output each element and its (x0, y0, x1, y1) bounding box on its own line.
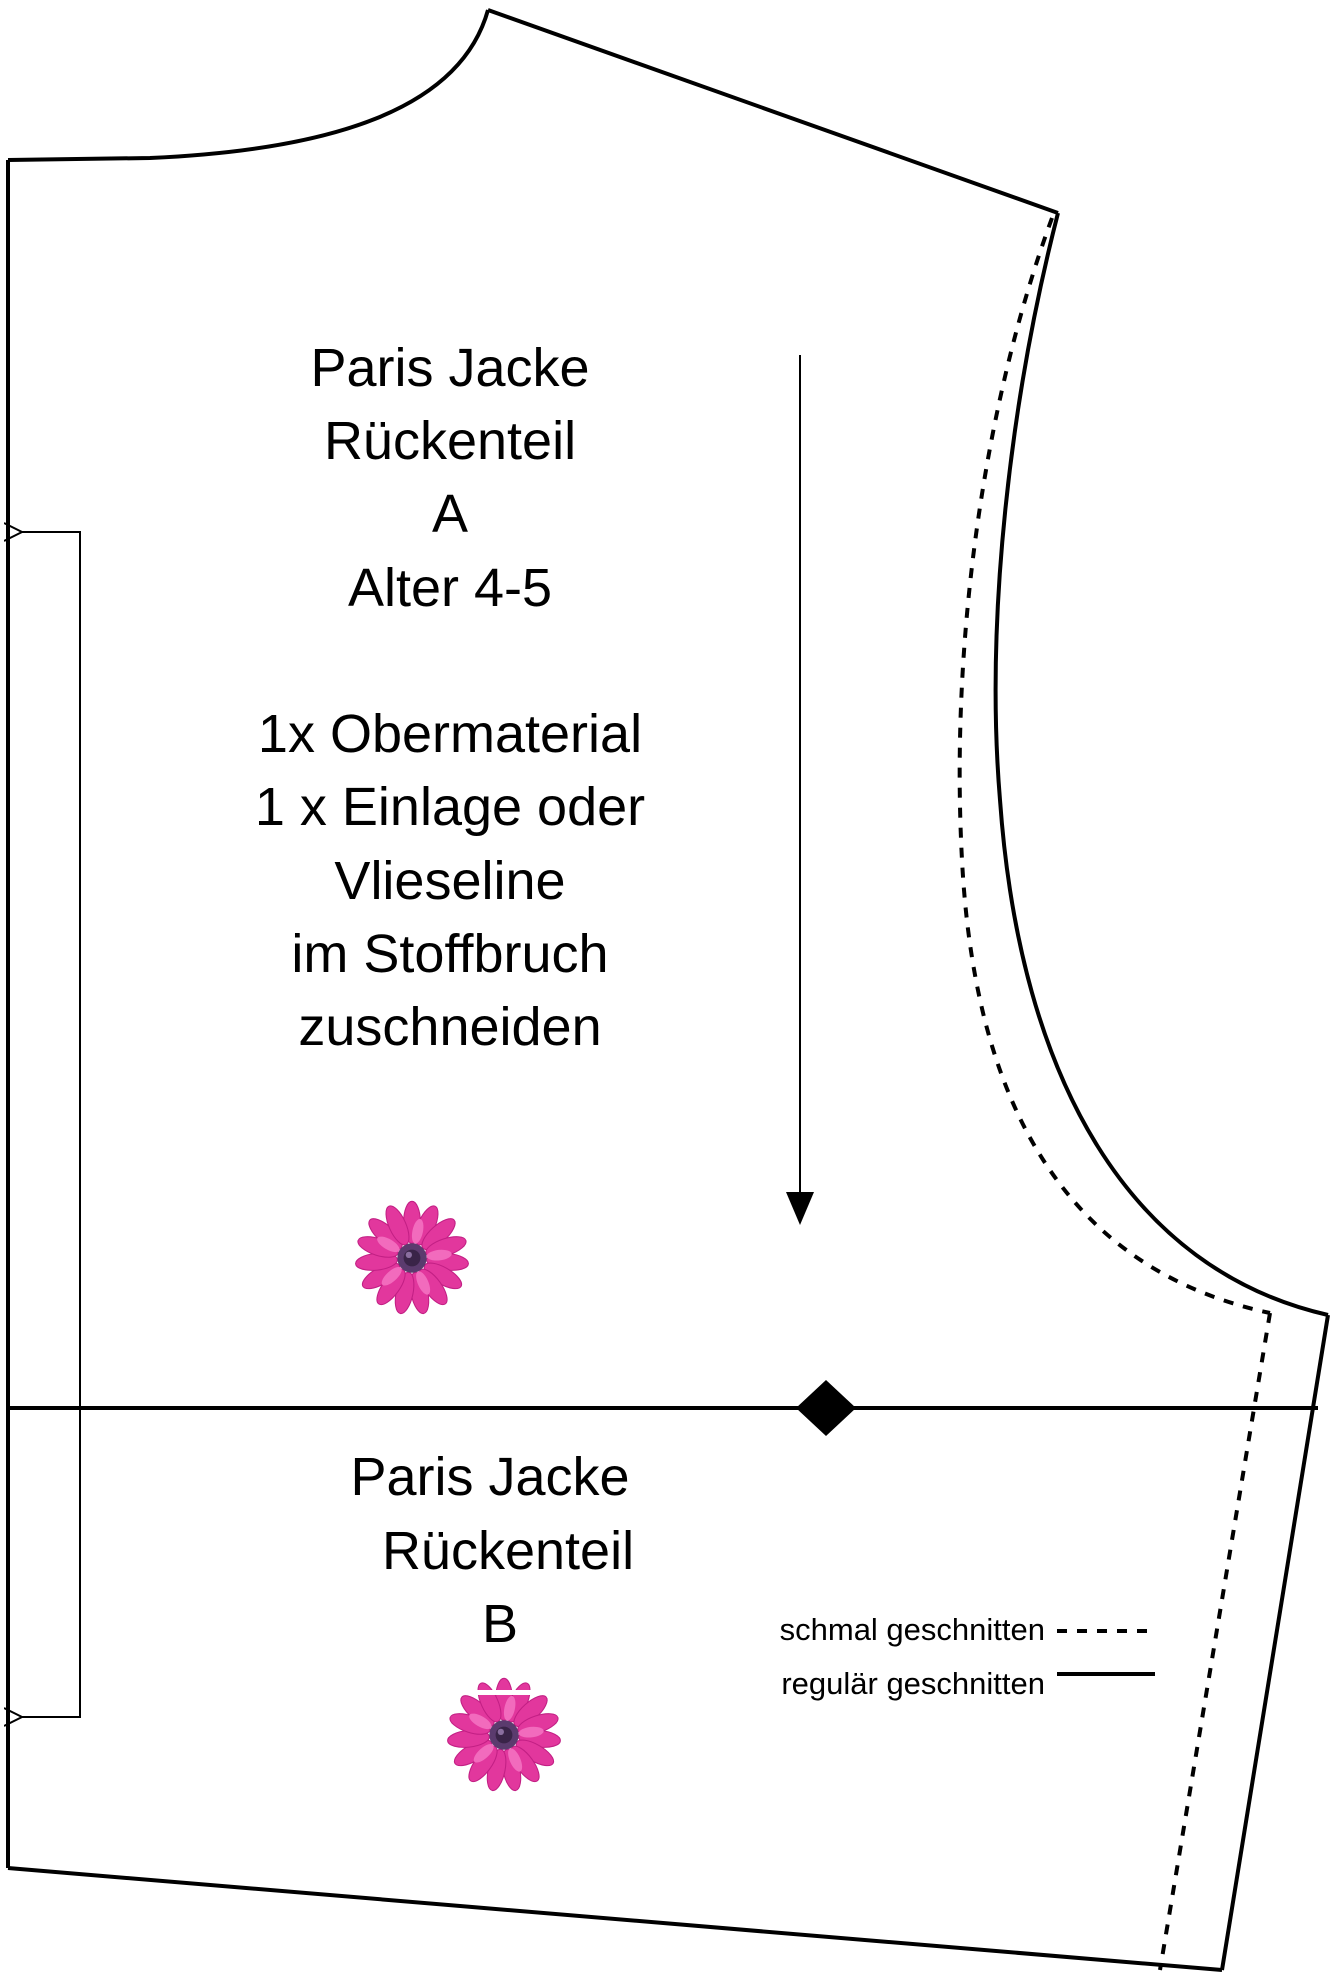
piece-a-line: im Stoffbruch (291, 924, 608, 984)
fold-bracket-arrow-icon (22, 532, 81, 1717)
piece-a-label: Paris Jacke Rückenteil A Alter 4-5 1x Ob… (255, 338, 645, 1057)
arrow-down-icon (786, 355, 814, 1225)
slim-cut-outline (957, 217, 1272, 1971)
piece-a-line: zuschneiden (298, 997, 601, 1057)
pink-flower-icon (440, 1677, 580, 1793)
piece-a-line: Paris Jacke (310, 338, 589, 398)
piece-b-label: Paris Jacke Rückenteil B (350, 1447, 634, 1654)
piece-a-line: 1x Obermaterial (258, 704, 642, 764)
piece-a-line: Rückenteil (324, 411, 576, 471)
pink-flower-icon (354, 1200, 470, 1316)
armhole-regular (993, 212, 1329, 1317)
armhole-slim (957, 217, 1271, 1315)
side-seam-regular (1220, 1314, 1330, 1971)
piece-a-line: Vlieseline (334, 851, 565, 911)
piece-a-line: 1 x Einlage oder (255, 777, 645, 837)
legend: schmal geschnitten regulär geschnitten (780, 1612, 1155, 1701)
legend-slim-label: schmal geschnitten (780, 1612, 1045, 1647)
piece-a-line: Alter 4-5 (348, 558, 552, 618)
legend-regular-label: regulär geschnitten (781, 1666, 1045, 1701)
diamond-notch-icon (796, 1380, 856, 1436)
neckline (7, 9, 490, 162)
hem-line (7, 1866, 1223, 1972)
piece-b-line: Paris Jacke (350, 1447, 629, 1507)
piece-b-line: B (482, 1594, 518, 1654)
shoulder-line (487, 8, 1059, 215)
side-seam-slim (1158, 1312, 1272, 1971)
piece-a-line: A (432, 484, 468, 544)
piece-b-line: Rückenteil (382, 1521, 634, 1581)
